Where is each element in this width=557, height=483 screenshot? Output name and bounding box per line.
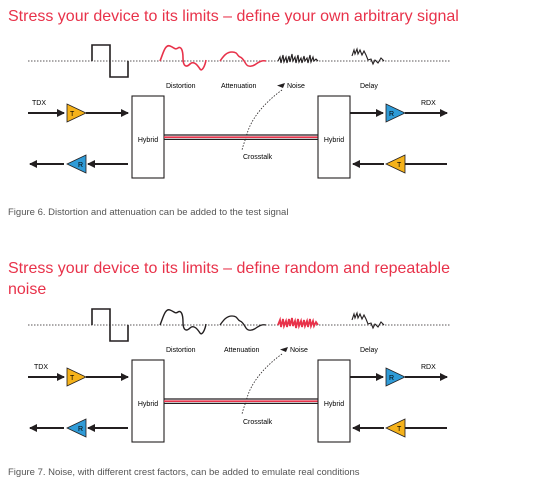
receiver-top-triangle [385, 367, 406, 387]
hybrid-right-box [317, 95, 351, 179]
receiver-bottom-letter: R [78, 426, 83, 433]
noise-label: Noise [290, 347, 308, 354]
delay-waveform [351, 311, 385, 330]
noise-label: Noise [287, 83, 305, 90]
transmitter-bottom-letter: T [397, 426, 402, 433]
attenuation-label: Attenuation [221, 83, 257, 90]
noise-coupling-path [241, 353, 283, 416]
crosstalk-label: Crosstalk [243, 419, 273, 426]
transmitter-bottom-triangle [385, 418, 406, 438]
delay-waveform [351, 47, 385, 66]
tdx-label: TDX [32, 100, 46, 107]
noise-pointer-icon [277, 83, 285, 88]
figure-6-diagram: Distortion Attenuation Noise Delay TDX R… [28, 44, 450, 179]
transmitter-top-triangle [66, 367, 87, 387]
distortion-label: Distortion [166, 83, 196, 90]
hybrid-right-label: Hybrid [324, 401, 344, 408]
hybrid-left-label: Hybrid [138, 401, 158, 408]
distortion-waveform [159, 309, 207, 335]
figure-7-caption: Figure 7. Noise, with different crest fa… [8, 467, 360, 478]
transmitter-top-triangle [66, 103, 87, 123]
figure-7-diagram: Distortion Attenuation Noise Delay TDX R… [28, 308, 450, 443]
hybrid-right-box [317, 359, 351, 443]
rdx-label: RDX [421, 100, 436, 107]
receiver-top-letter: R [389, 375, 394, 382]
distortion-label: Distortion [166, 347, 196, 354]
delay-label: Delay [360, 83, 378, 90]
hybrid-left-box [131, 359, 165, 443]
distortion-waveform [159, 44, 207, 71]
rdx-label: RDX [421, 364, 436, 371]
noise-pointer-icon [280, 347, 288, 352]
transmitter-bottom-letter: T [397, 162, 402, 169]
attenuation-waveform [219, 315, 267, 331]
attenuation-waveform [219, 51, 267, 67]
crosstalk-label: Crosstalk [243, 154, 273, 161]
section-1-heading: Stress your device to its limits – defin… [8, 8, 459, 25]
transmitter-bottom-triangle [385, 154, 406, 174]
hybrid-right-label: Hybrid [324, 137, 344, 144]
noise-waveform [277, 316, 319, 330]
noise-waveform [277, 53, 319, 65]
transmitter-top-letter: T [70, 111, 75, 118]
delay-label: Delay [360, 347, 378, 354]
square-pulse-waveform [91, 308, 129, 342]
figure-6-caption: Figure 6. Distortion and attenuation can… [8, 207, 289, 218]
receiver-top-triangle [385, 103, 406, 123]
tdx-label: TDX [34, 364, 48, 371]
receiver-top-letter: R [389, 111, 394, 118]
receiver-bottom-triangle [66, 418, 87, 438]
receiver-bottom-letter: R [78, 162, 83, 169]
square-pulse-waveform [91, 44, 129, 78]
receiver-bottom-triangle [66, 154, 87, 174]
section-2-heading: Stress your device to its limits – defin… [8, 260, 451, 298]
transmitter-top-letter: T [70, 375, 75, 382]
hybrid-left-label: Hybrid [138, 137, 158, 144]
noise-coupling-path [241, 89, 283, 152]
hybrid-left-box [131, 95, 165, 179]
attenuation-label: Attenuation [224, 347, 260, 354]
